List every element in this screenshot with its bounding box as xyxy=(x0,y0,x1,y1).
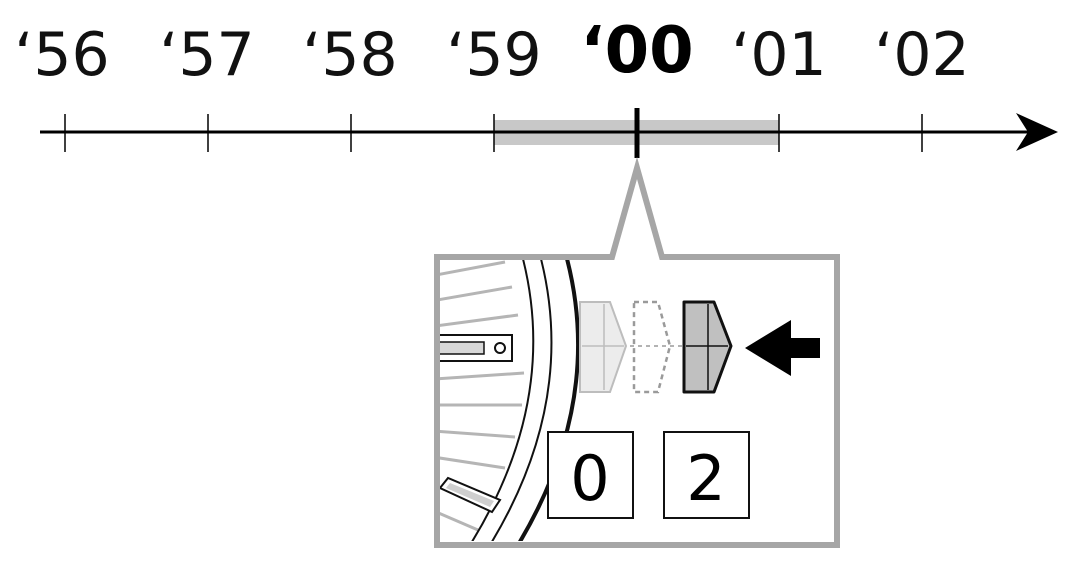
date-digit-right: 2 xyxy=(686,442,725,515)
date-digit-left: 0 xyxy=(570,442,609,515)
crown-position-2-icon xyxy=(682,300,733,394)
year-label-59: ‘59 xyxy=(446,20,541,90)
watch-detail: 0 2 xyxy=(440,260,820,541)
date-window-left: 0 xyxy=(547,431,634,519)
hour-hand-icon xyxy=(440,334,513,362)
year-label-01: ‘01 xyxy=(731,20,826,90)
year-label-56: ‘56 xyxy=(14,20,109,90)
year-labels: ‘56 ‘57 ‘58 ‘59 ‘00 ‘01 ‘02 xyxy=(14,14,969,90)
timeline-axis xyxy=(40,108,1058,158)
date-window-right: 2 xyxy=(663,431,750,519)
dial-markers xyxy=(440,260,525,532)
axis-arrow-icon xyxy=(1016,113,1058,151)
hour-index-icon xyxy=(440,476,502,514)
crown-position-0-icon xyxy=(579,301,628,393)
pull-arrow-icon xyxy=(745,320,820,376)
crown-position-1-icon xyxy=(630,300,690,394)
year-label-02: ‘02 xyxy=(874,20,969,90)
year-label-current: ‘00 xyxy=(580,14,693,88)
year-label-57: ‘57 xyxy=(159,20,254,90)
year-label-58: ‘58 xyxy=(302,20,397,90)
